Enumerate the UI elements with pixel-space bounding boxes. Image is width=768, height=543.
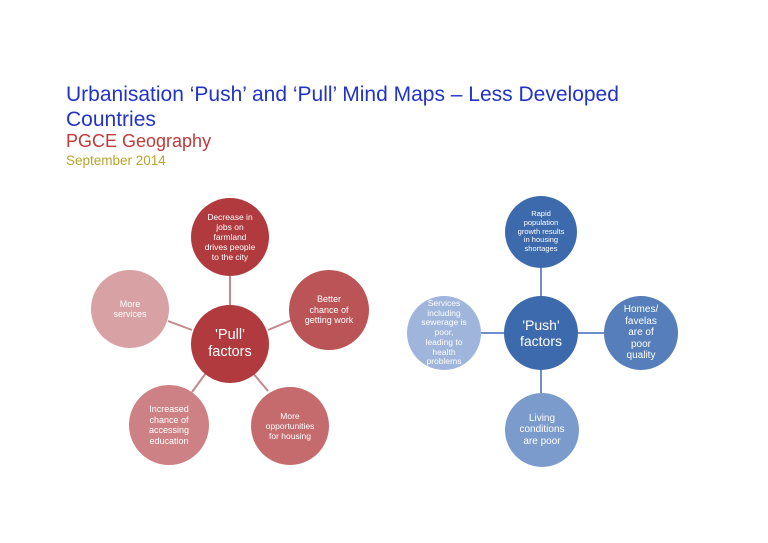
- pull-connector-3: [251, 371, 269, 392]
- page-date: September 2014: [66, 153, 166, 168]
- page-subtitle: PGCE Geography: [66, 131, 212, 151]
- pull-node-housing: More opportunities for housing: [251, 387, 329, 465]
- pull-center-node: 'Pull' factors: [191, 305, 269, 383]
- pull-node-education: Increased chance of accessing education: [129, 385, 209, 465]
- pull-connector-2: [267, 319, 293, 331]
- push-node-services: Services including sewerage is poor, lea…: [407, 296, 481, 370]
- push-center-node: 'Push' factors: [504, 296, 578, 370]
- pull-center-label: 'Pull' factors: [208, 327, 252, 360]
- push-node-population: Rapid population growth results in housi…: [505, 196, 577, 268]
- pull-node-housing-label: More opportunities for housing: [265, 411, 315, 441]
- pull-node-education-label: Increased chance of accessing education: [148, 404, 190, 446]
- pull-node-services: More services: [91, 270, 169, 348]
- push-center-label: 'Push' factors: [519, 316, 562, 350]
- pull-connector-5: [167, 320, 193, 331]
- push-node-living-label: Living conditions are poor: [519, 412, 565, 447]
- push-node-favelas-label: Homes/ favelas are of poor quality: [623, 304, 659, 362]
- pull-node-work-label: Better chance of getting work: [304, 294, 354, 326]
- pull-connector-4: [191, 372, 207, 393]
- push-node-favelas: Homes/ favelas are of poor quality: [604, 296, 678, 370]
- push-node-living: Living conditions are poor: [505, 393, 579, 467]
- pull-node-services-label: More services: [113, 298, 147, 320]
- push-node-services-label: Services including sewerage is poor, lea…: [421, 297, 467, 367]
- push-node-population-label: Rapid population growth results in housi…: [517, 209, 565, 254]
- pull-node-work: Better chance of getting work: [289, 270, 369, 350]
- page-title: Urbanisation ‘Push’ and ‘Pull’ Mind Maps…: [66, 83, 619, 131]
- pull-node-farmland: Decrease in jobs on farmland drives peop…: [191, 198, 269, 276]
- pull-node-farmland-label: Decrease in jobs on farmland drives peop…: [204, 212, 256, 262]
